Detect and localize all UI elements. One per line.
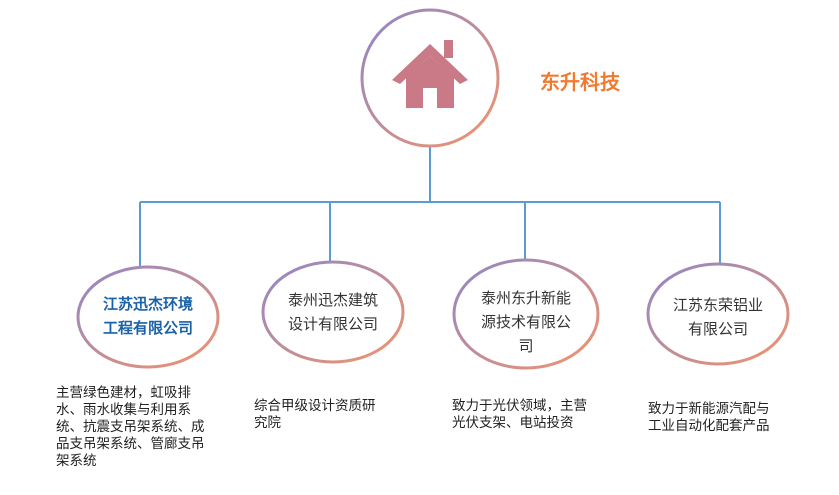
description-line: 致力于新能源汽配与 xyxy=(648,401,770,417)
child-node-2-description: 综合甲级设计资质研究院 xyxy=(254,398,424,432)
description-line: 统、抗震支吊架系统、成 xyxy=(56,419,205,435)
description-line: 光伏支架、电站投资 xyxy=(452,415,574,431)
house-icon xyxy=(392,40,468,108)
child-node-3-circle xyxy=(452,258,600,370)
child-node-2-circle xyxy=(261,260,405,364)
child-node-4-line-1: 江苏东荣铝业 xyxy=(672,296,763,314)
child-node-4-label: 江苏东荣铝业 有限公司 xyxy=(648,293,788,341)
child-node-1-line-2: 工程有限公司 xyxy=(102,319,193,337)
child-node-4-circle xyxy=(646,262,790,366)
description-line: 主营绿色建材，虹吸排 xyxy=(56,385,191,401)
root-label: 东升科技 xyxy=(540,70,620,94)
connector-lines xyxy=(139,145,721,268)
description-line: 综合甲级设计资质研 xyxy=(254,398,376,414)
child-node-3-line-2: 源技术有限公 xyxy=(480,313,571,331)
child-node-2-line-2: 设计有限公司 xyxy=(287,315,378,333)
child-node-2-label: 泰州迅杰建筑 设计有限公司 xyxy=(263,288,403,336)
child-node-3-description: 致力于光伏领域，主营光伏支架、电站投资 xyxy=(452,398,627,432)
description-line: 水、雨水收集与利用系 xyxy=(56,402,191,418)
child-node-1-label: 江苏迅杰环境 工程有限公司 xyxy=(78,292,218,340)
child-node-3-label: 泰州东升新能 源技术有限公 司 xyxy=(454,286,598,358)
child-node-3-line-1: 泰州东升新能 xyxy=(480,289,571,307)
child-node-4-description: 致力于新能源汽配与工业自动化配套产品 xyxy=(648,401,828,435)
child-node-2-line-1: 泰州迅杰建筑 xyxy=(287,291,378,309)
description-line: 究院 xyxy=(254,415,281,431)
child-node-1-circle xyxy=(76,265,220,369)
child-node-3-line-3: 司 xyxy=(518,337,534,355)
description-line: 品支吊架系统、管廊支吊 xyxy=(56,436,205,452)
description-line: 架系统 xyxy=(56,453,97,469)
child-node-4-line-2: 有限公司 xyxy=(687,320,748,338)
child-node-1-line-1: 江苏迅杰环境 xyxy=(102,295,193,313)
description-line: 工业自动化配套产品 xyxy=(648,418,770,434)
child-node-1-description: 主营绿色建材，虹吸排水、雨水收集与利用系统、抗震支吊架系统、成品支吊架系统、管廊… xyxy=(56,385,236,470)
description-line: 致力于光伏领域，主营 xyxy=(452,398,587,414)
